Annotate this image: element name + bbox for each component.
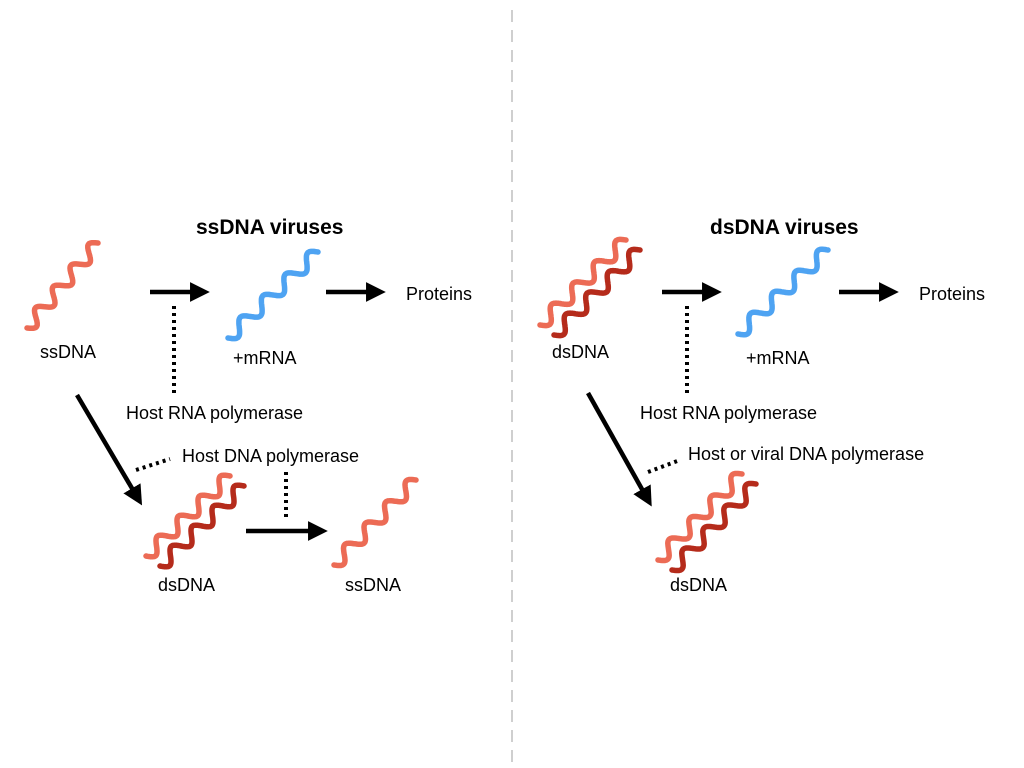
dsdna-product-dark-strand bbox=[669, 480, 759, 574]
host-rna-polymerase-label-right: Host RNA polymerase bbox=[640, 403, 818, 423]
mrna-strand-right bbox=[735, 246, 831, 338]
ssdna-genome-label: ssDNA bbox=[40, 342, 97, 362]
host-or-viral-dna-polymerase-label: Host or viral DNA polymerase bbox=[688, 444, 925, 464]
host-rna-polymerase-label: Host RNA polymerase bbox=[126, 403, 304, 423]
mrna-label: +mRNA bbox=[233, 348, 297, 368]
dsdna-intermediate-label: dsDNA bbox=[158, 575, 216, 595]
ssdna-viruses-title: ssDNA viruses bbox=[196, 216, 344, 239]
proteins-label-right: Proteins bbox=[919, 284, 986, 304]
replication-arrow bbox=[75, 393, 143, 506]
dna-polymerase-dotted-link-right bbox=[647, 458, 681, 474]
dsdna-genome-light-strand bbox=[537, 236, 629, 329]
mrna-label-right: +mRNA bbox=[746, 348, 810, 368]
proteins-label: Proteins bbox=[406, 284, 473, 304]
dsdna-product-label: dsDNA bbox=[670, 575, 728, 595]
dna-polymerase-dotted-link bbox=[135, 457, 171, 472]
mrna-strand bbox=[225, 248, 321, 342]
ssdna-product-label: ssDNA bbox=[345, 575, 402, 595]
dsdna-viruses-title: dsDNA viruses bbox=[710, 216, 859, 239]
replication-arrow-right bbox=[586, 391, 652, 507]
dsdna-intermediate-light-strand bbox=[143, 472, 233, 560]
dsdna-product-light-strand bbox=[655, 470, 745, 564]
ssdna-genome-strand bbox=[24, 239, 101, 332]
dsdna-intermediate-dark-strand bbox=[157, 482, 247, 570]
host-dna-polymerase-label: Host DNA polymerase bbox=[182, 446, 360, 466]
ssdna-product-strand bbox=[331, 476, 419, 569]
dsdna-genome-label: dsDNA bbox=[552, 342, 610, 362]
dsdna-genome-dark-strand bbox=[551, 246, 643, 339]
